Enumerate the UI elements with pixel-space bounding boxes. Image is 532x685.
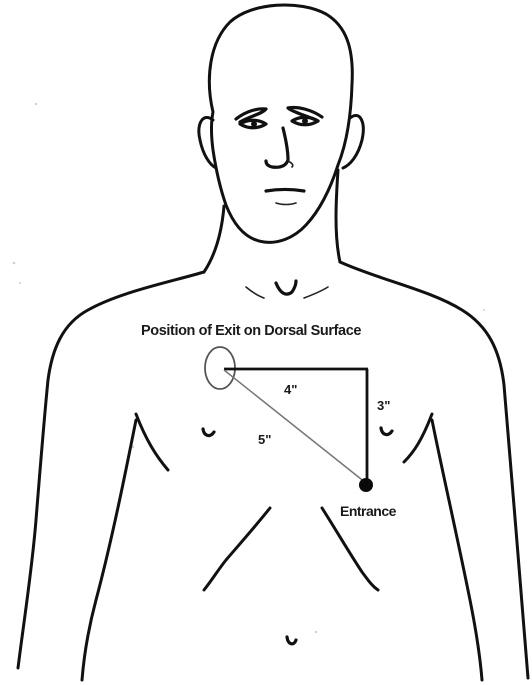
horizontal-distance-label: 4" bbox=[284, 382, 297, 397]
right-rib-line bbox=[322, 508, 378, 590]
diagonal-distance-label: 5" bbox=[258, 432, 271, 447]
right-arm-inner bbox=[432, 420, 482, 680]
right-pectoral bbox=[404, 414, 432, 462]
left-rib-line bbox=[204, 508, 270, 590]
head-outline bbox=[209, 5, 352, 242]
nostril bbox=[288, 161, 293, 167]
left-arm-inner bbox=[82, 420, 136, 680]
face bbox=[236, 107, 322, 204]
neck-left bbox=[204, 206, 224, 272]
entrance-marker bbox=[359, 478, 373, 492]
right-nipple bbox=[381, 428, 392, 435]
left-nipple bbox=[203, 429, 214, 436]
neck-right bbox=[336, 170, 340, 262]
vertical-distance-label: 3" bbox=[377, 398, 390, 413]
left-pupil bbox=[251, 121, 257, 127]
nose bbox=[266, 128, 288, 167]
left-collarbone bbox=[246, 287, 264, 298]
left-pectoral bbox=[136, 414, 168, 470]
navel bbox=[287, 637, 296, 644]
entrance-label: Entrance bbox=[340, 503, 397, 519]
mouth bbox=[266, 190, 304, 192]
sternal-notch bbox=[276, 281, 296, 294]
right-collarbone bbox=[304, 287, 328, 298]
trajectory-annotation bbox=[205, 347, 373, 492]
lower-lip bbox=[276, 203, 296, 205]
right-pupil bbox=[302, 118, 308, 124]
exit-position-label: Position of Exit on Dorsal Surface bbox=[141, 323, 361, 339]
